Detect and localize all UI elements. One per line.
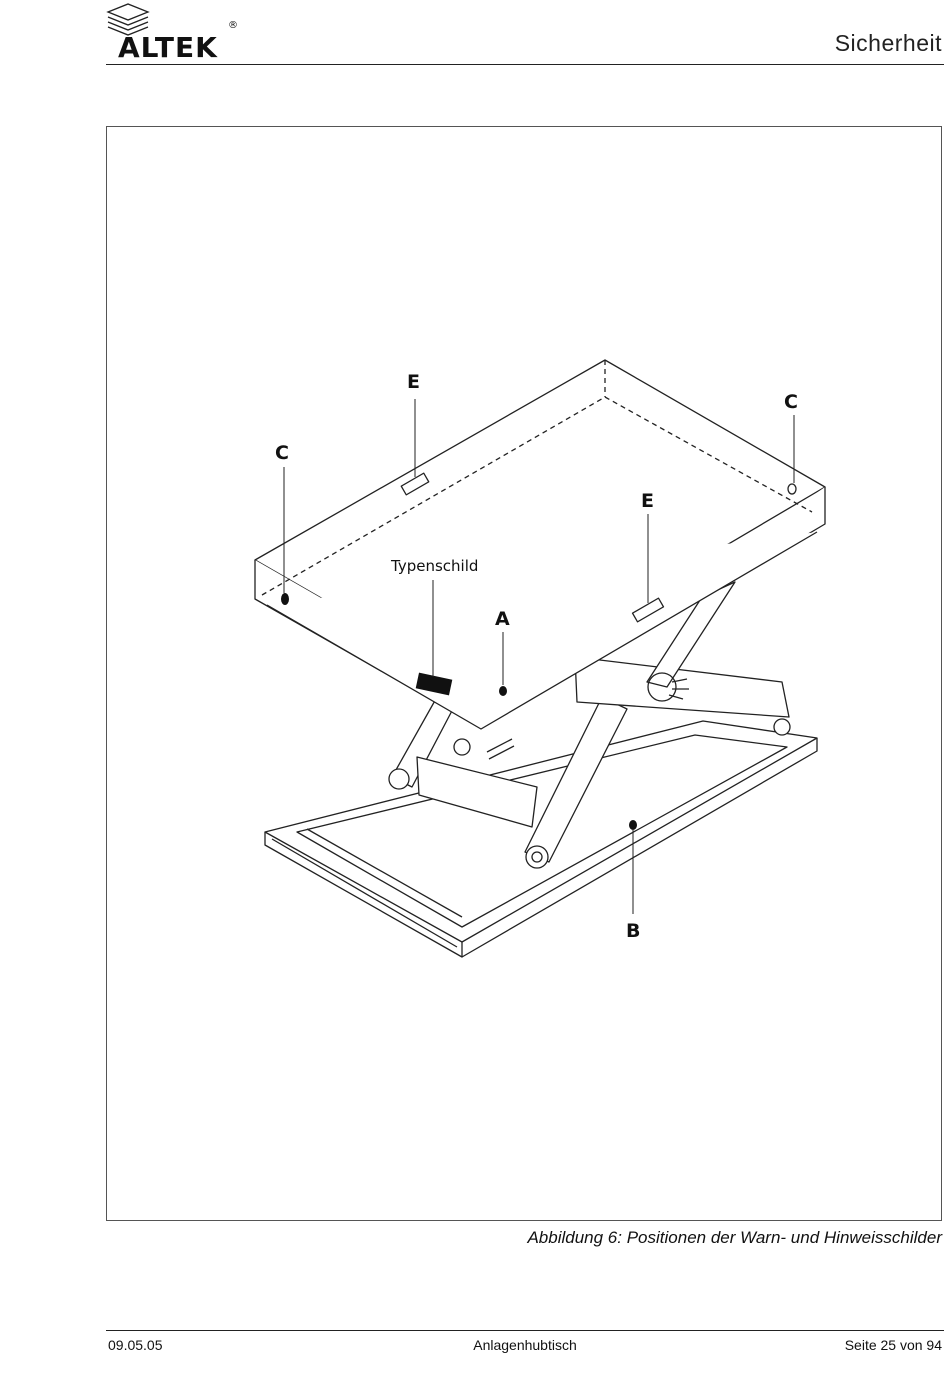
sign-e-top-outline <box>400 472 430 496</box>
footer-product: Anlagenhubtisch <box>473 1337 577 1353</box>
typenschild-plate <box>415 672 453 696</box>
footer-page-number: Seite 25 von 94 <box>844 1337 942 1353</box>
label-c-left: C <box>275 442 289 464</box>
altek-logo: ALTEK ® <box>106 3 238 60</box>
footer-date: 09.05.05 <box>108 1337 163 1353</box>
page-footer: 09.05.05 Anlagenhubtisch Seite 25 von 94 <box>106 1330 944 1361</box>
sign-a <box>499 686 507 696</box>
sign-c-left <box>281 593 289 605</box>
label-e-right: E <box>641 490 654 512</box>
label-a: A <box>495 608 510 630</box>
label-b: B <box>626 920 640 942</box>
scissor-arms <box>388 581 791 869</box>
layers-icon <box>106 3 150 36</box>
sign-c-right-outline <box>787 483 797 495</box>
page-header: ALTEK ® Sicherheit <box>106 0 944 65</box>
brand-name: ALTEK <box>118 31 218 60</box>
label-e-top: E <box>407 371 420 393</box>
platform <box>254 359 826 730</box>
label-c-right: C <box>784 391 798 413</box>
label-typenschild: Typenschild <box>390 557 478 575</box>
figure-caption: Abbildung 6: Positionen der Warn- und Hi… <box>527 1228 942 1247</box>
figure-frame: E C C E Typenschild A B <box>106 126 942 1221</box>
base-frame <box>264 720 818 958</box>
section-title: Sicherheit <box>834 30 942 56</box>
registered-mark: ® <box>228 20 238 31</box>
platform-hidden-edges <box>261 360 813 596</box>
sign-b <box>629 820 637 830</box>
lift-table-drawing: E C C E Typenschild A B <box>254 359 826 958</box>
motor-detail <box>647 672 689 702</box>
leader-lines <box>283 399 795 914</box>
sign-e-right-outline <box>631 597 665 623</box>
